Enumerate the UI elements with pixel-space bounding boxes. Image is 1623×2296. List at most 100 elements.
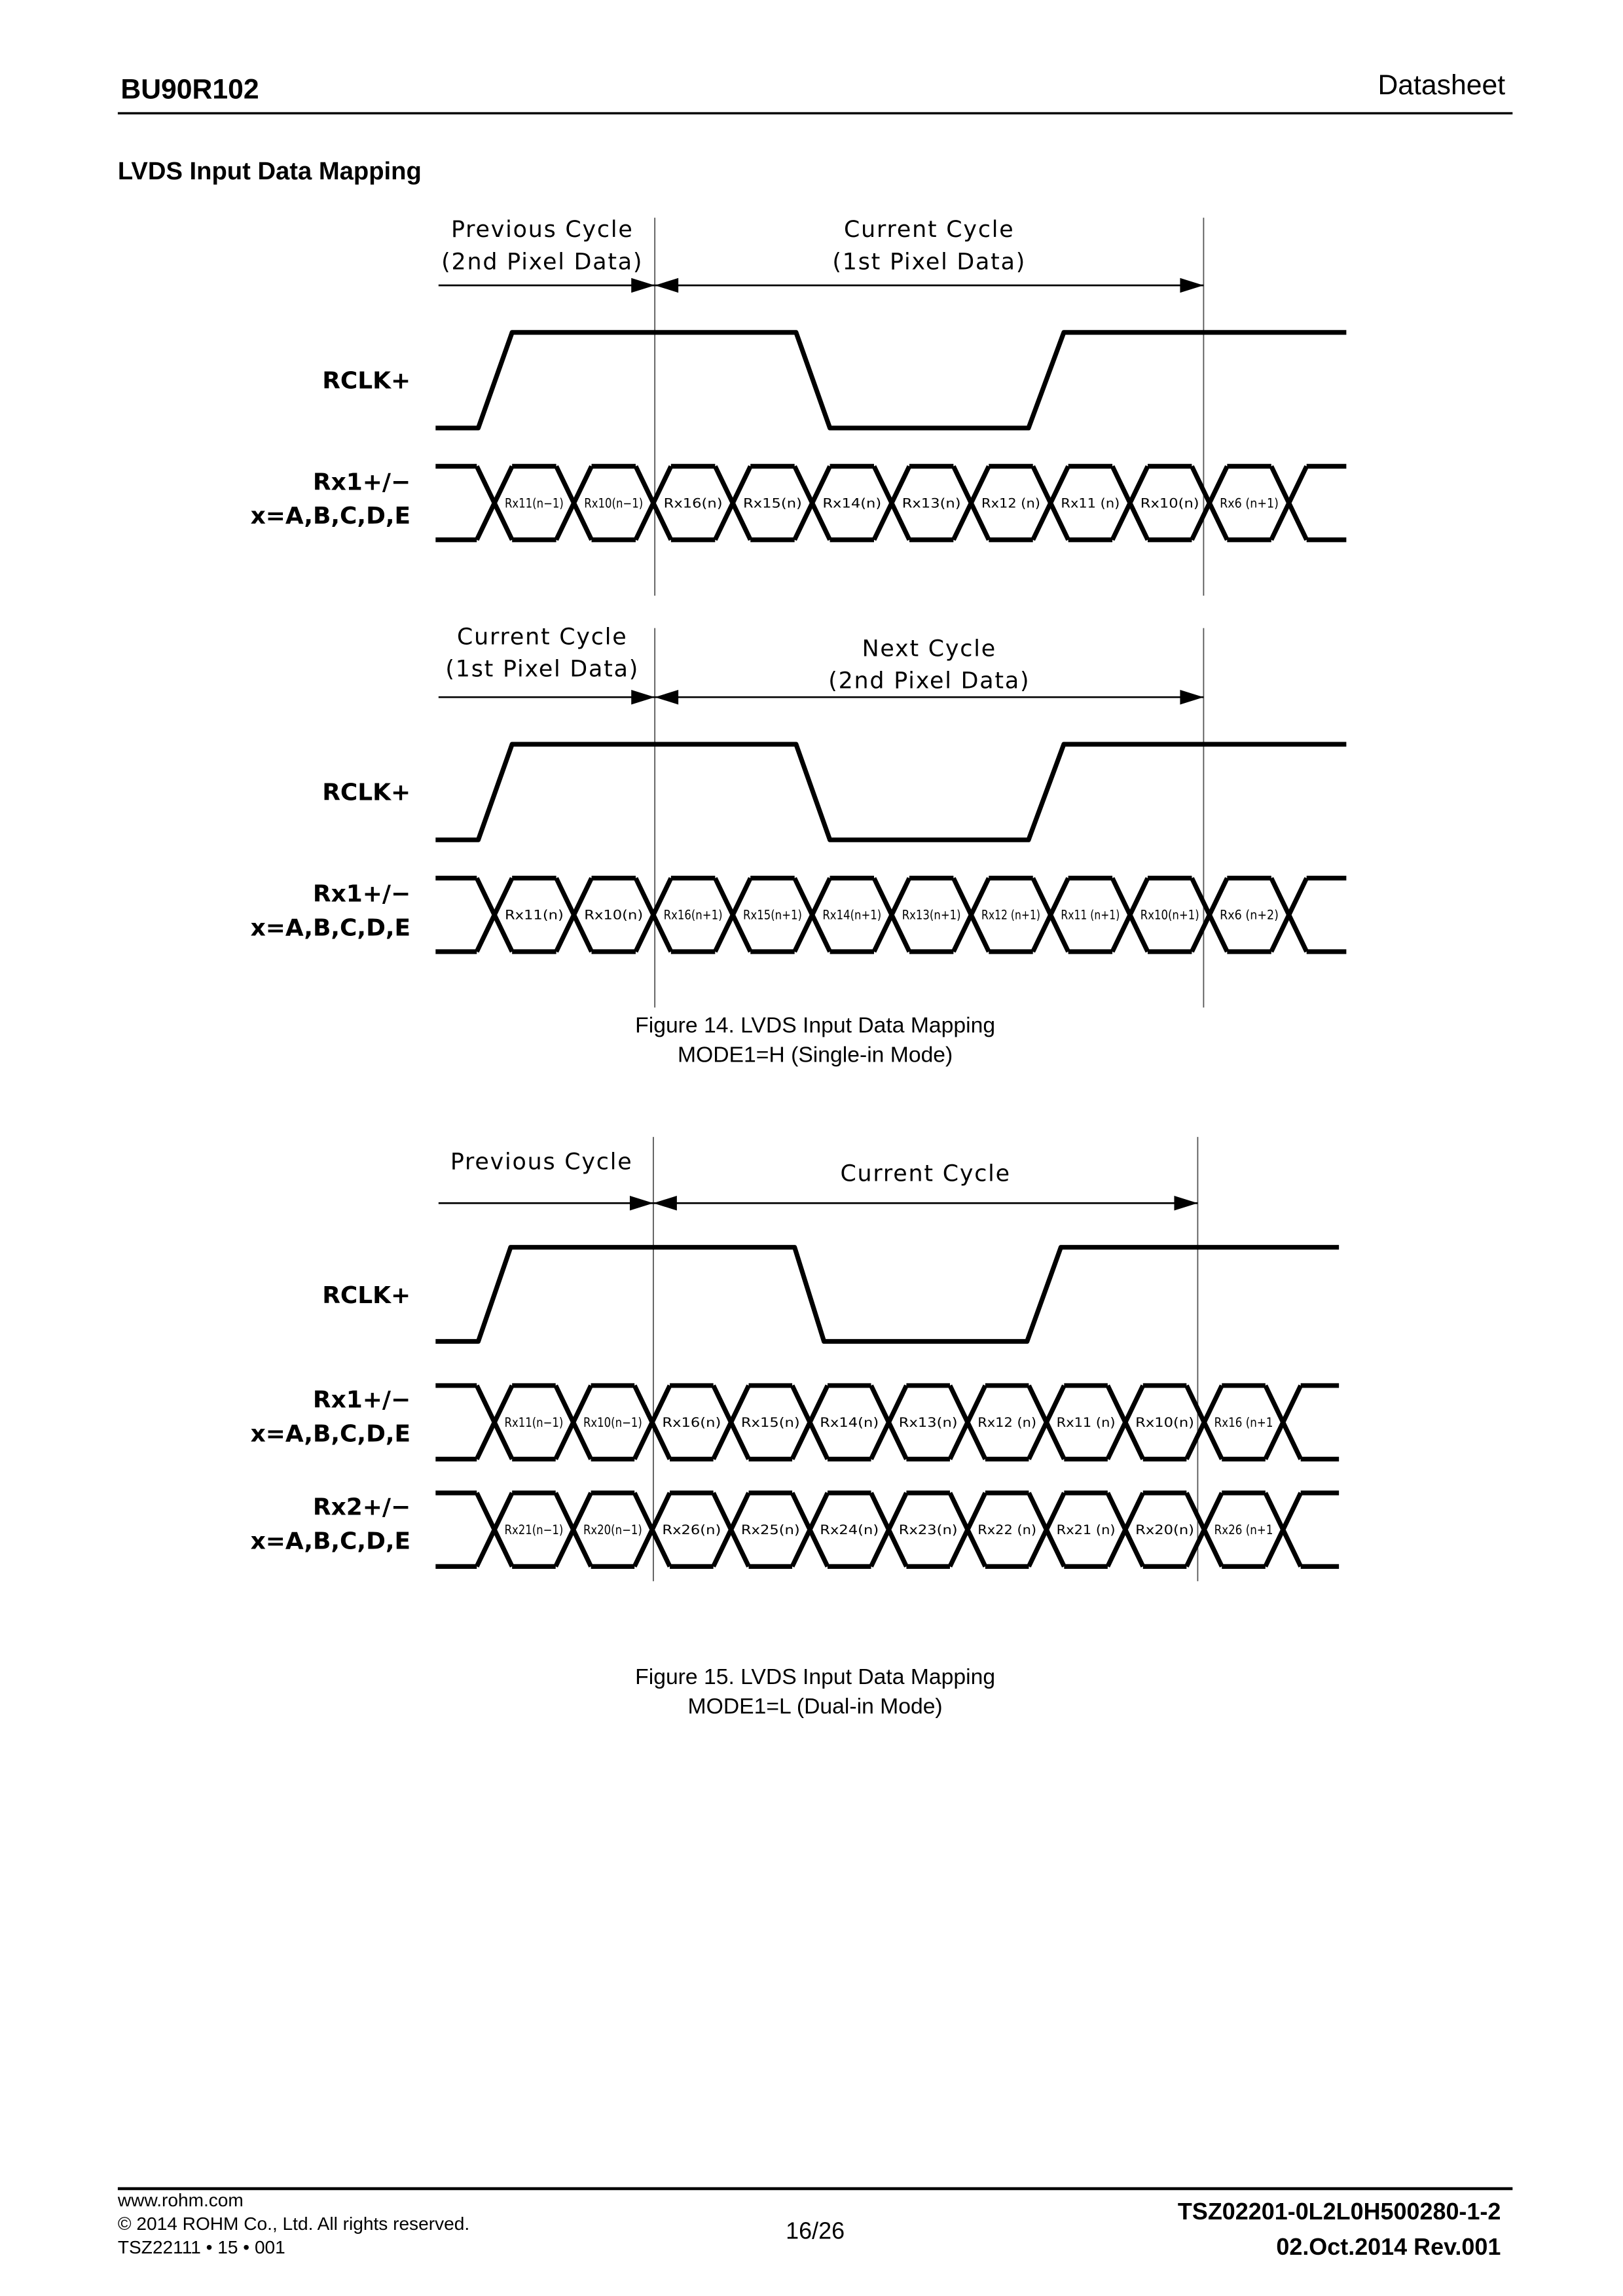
data-bit-label: Rx10(n+1) [1140, 908, 1199, 923]
footer-copyright: © 2014 ROHM Co., Ltd. All rights reserve… [118, 2214, 469, 2234]
part-number: BU90R102 [120, 74, 259, 105]
data-transition [1105, 1384, 1146, 1460]
data-transition [475, 1384, 515, 1460]
data-transition [553, 1384, 593, 1460]
data-bit-label: Rx14(n+1) [822, 908, 881, 923]
data-transition [790, 1492, 830, 1568]
clock-label: RCLK+ [322, 1282, 410, 1309]
arrowhead-icon [1174, 1196, 1198, 1211]
data-transition [1027, 1492, 1067, 1568]
period-sublabel: (2nd Pixel Data) [828, 668, 1030, 694]
data-transition [947, 1384, 988, 1460]
arrowhead-icon [655, 689, 679, 705]
footer-form-code: TSZ22111 • 15 • 001 [118, 2237, 285, 2257]
data-transition [475, 877, 515, 953]
data-bit-label: Rx11 (n) [1057, 1415, 1116, 1430]
signal-label: Rx1+/− [313, 469, 410, 495]
data-bit-label: Rx16(n) [662, 1415, 721, 1430]
clock-waveform [435, 1245, 1340, 1344]
timing-diagrams: Previous Cycle(2nd Pixel Data)Current Cy… [251, 217, 1347, 1581]
data-transition [1269, 877, 1309, 953]
data-transition [790, 1384, 830, 1460]
data-bit-label: Rx14(n) [822, 495, 881, 511]
period-sublabel: (1st Pixel Data) [832, 249, 1026, 275]
data-transition [711, 1384, 751, 1460]
doc-type: Datasheet [1377, 69, 1505, 101]
arrowhead-icon [653, 1196, 677, 1211]
data-transition [951, 465, 991, 541]
data-bit-label: Rx12 (n) [977, 1415, 1036, 1430]
date-revision: 02.Oct.2014 Rev.001 [1276, 2233, 1501, 2260]
signal-sublabel: x=A,B,C,D,E [251, 1420, 411, 1447]
signal-label: Rx1+/− [313, 1387, 410, 1414]
period-label: Previous Cycle [451, 217, 634, 243]
data-bit-label: Rx20(n−1) [583, 1522, 642, 1537]
data-transition [869, 1492, 909, 1568]
period-sublabel: (2nd Pixel Data) [441, 249, 643, 275]
data-transition [632, 1492, 672, 1568]
data-bit-label: Rx11 (n+1) [1061, 908, 1120, 923]
doc-number: TSZ02201-0L2L0H500280-1-2 [1178, 2198, 1501, 2225]
data-bit-label: Rx10(n) [1135, 1415, 1194, 1430]
timing-diagram-2: Current Cycle(1st Pixel Data)Next Cycle(… [251, 624, 1347, 1008]
period-label: Current Cycle [457, 624, 627, 650]
period-label: Previous Cycle [450, 1149, 633, 1175]
data-transition [1030, 465, 1070, 541]
data-transition [1105, 1492, 1146, 1568]
data-transition [1110, 465, 1150, 541]
data-bit-label: Rx11(n−1) [504, 1415, 563, 1430]
period-label: Next Cycle [862, 636, 996, 662]
clock-waveform [435, 742, 1347, 842]
arrowhead-icon [1180, 689, 1204, 705]
data-bit-label: Rx24(n) [820, 1522, 879, 1537]
data-transition [1027, 1384, 1067, 1460]
data-transition [554, 465, 594, 541]
clock-label: RCLK+ [322, 367, 410, 394]
clock-waveform [435, 330, 1347, 431]
data-bit-label: Rx11(n) [505, 908, 564, 923]
data-bit-label: Rx21(n−1) [504, 1522, 563, 1537]
data-bit-label: Rx12 (n+1) [981, 908, 1040, 923]
clock-label: RCLK+ [322, 780, 410, 806]
data-transition [633, 877, 674, 953]
data-transition [711, 1492, 751, 1568]
arrowhead-icon [629, 1196, 653, 1211]
data-bit-label: Rx10(n−1) [583, 1415, 642, 1430]
data-bit-label: Rx10(n−1) [584, 495, 643, 511]
data-bit-label: Rx15(n) [743, 495, 802, 511]
data-bit-label: Rx13(n+1) [902, 908, 961, 923]
arrowhead-icon [631, 278, 655, 293]
data-bit-label: Rx15(n) [741, 1415, 800, 1430]
data-bit-label: Rx16 (n+1 [1214, 1415, 1273, 1430]
data-transition [1190, 877, 1230, 953]
data-bit-label: Rx13(n) [902, 495, 961, 511]
data-transition [947, 1492, 988, 1568]
data-transition [792, 465, 832, 541]
data-transition [1184, 1492, 1224, 1568]
data-bit-label: Rx25(n) [741, 1522, 800, 1537]
page-number: 16/26 [786, 2217, 845, 2244]
data-bit-label: Rx6 (n+2) [1220, 908, 1279, 923]
timing-diagram-1: Previous Cycle(2nd Pixel Data)Current Cy… [251, 217, 1347, 596]
signal-label: Rx2+/− [313, 1494, 410, 1521]
data-transition [633, 465, 674, 541]
arrowhead-icon [655, 278, 679, 293]
data-transition [713, 877, 753, 953]
data-transition [475, 465, 515, 541]
data-bit-label: Rx21 (n) [1057, 1522, 1116, 1537]
data-bit-label: Rx6 (n+1) [1220, 495, 1279, 511]
data-bit-label: Rx14(n) [820, 1415, 879, 1430]
figure-14-caption: Figure 14. LVDS Input Data Mapping [635, 1013, 995, 1038]
data-bit-label: Rx11(n−1) [505, 495, 564, 511]
data-bit-label: Rx11 (n) [1061, 495, 1120, 511]
figure-15-mode: MODE1=L (Dual-in Mode) [688, 1694, 943, 1719]
data-bit-label: Rx26 (n+1 [1214, 1522, 1273, 1537]
data-transition [951, 877, 991, 953]
data-bit-label: Rx10(n) [1140, 495, 1199, 511]
data-bit-label: Rx20(n) [1135, 1522, 1194, 1537]
data-transition [1184, 1384, 1224, 1460]
data-bit-label: Rx23(n) [899, 1522, 958, 1537]
figure-15-caption: Figure 15. LVDS Input Data Mapping [635, 1664, 995, 1689]
